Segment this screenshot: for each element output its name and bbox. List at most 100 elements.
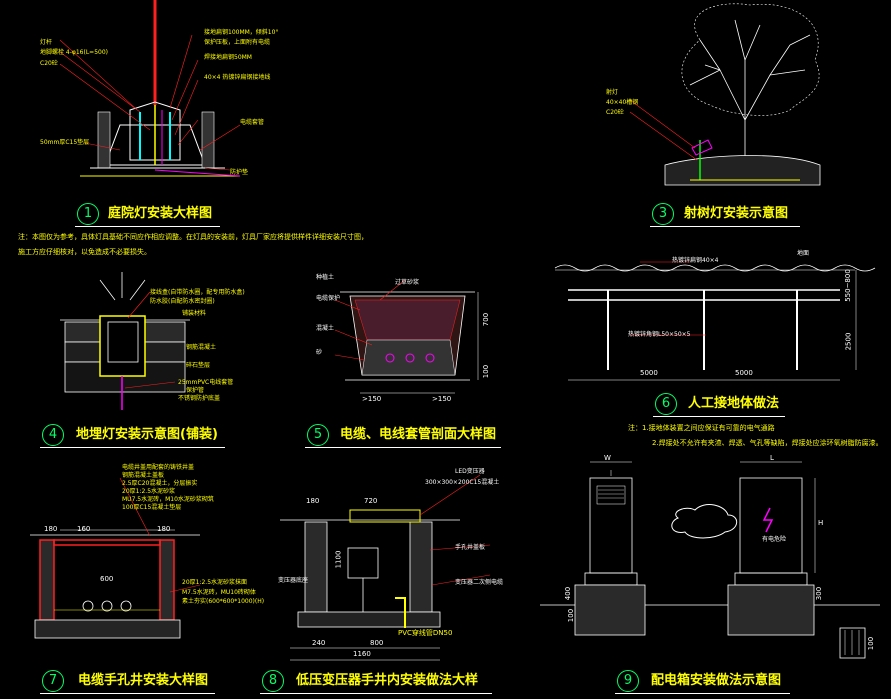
- d8-label: 手孔井盖板: [455, 544, 486, 551]
- d1-label: 电缆套管: [240, 119, 265, 126]
- d8-label: LED变压器: [455, 468, 485, 475]
- d8-label: 300×300×200C15混凝土: [425, 479, 500, 486]
- detail-number-8: 8: [262, 670, 284, 692]
- d7-dim: 180: [44, 525, 58, 533]
- d6-dim: 550~800: [843, 269, 852, 302]
- detail-8-transformer-pit-drawing: [280, 474, 491, 661]
- d6-label: 热镀锌扁钢40×4: [672, 257, 719, 264]
- d5-label: 种植土: [316, 274, 335, 281]
- detail-number-9: 9: [617, 670, 639, 692]
- d1-label: 防护垫: [230, 169, 249, 176]
- detail-number-4: 4: [42, 424, 64, 446]
- d9-label: 有电危险: [762, 536, 787, 543]
- d4-label: 防水胶(自配防水密封圈): [150, 298, 215, 305]
- detail-5-cable-trench-drawing: [334, 279, 479, 394]
- d7-dim: 180: [157, 525, 171, 533]
- detail-3-tree-light-drawing: [629, 3, 821, 186]
- detail-title-3-underline: [650, 226, 800, 227]
- d7-label: 钢筋混凝土盖板: [122, 472, 165, 479]
- detail-number-6: 6: [655, 393, 677, 415]
- d7-label: 2.5厚C20混凝土，分层振实: [122, 480, 198, 487]
- d6-label: 地面: [797, 250, 810, 257]
- d1-label: 灯杆: [40, 39, 53, 46]
- d9-dim: 100: [867, 636, 876, 651]
- detail-title-7: 电缆手孔井安装大样图: [78, 673, 209, 688]
- detail-title-1-underline: [75, 226, 220, 227]
- detail-title-5-underline: [305, 447, 501, 448]
- detail-number-3: 3: [652, 203, 674, 225]
- d1-label: 50mm厚C15垫层: [40, 139, 90, 146]
- d7-label: 20厚1:2.5水泥砂浆: [122, 488, 176, 495]
- detail-title-3: 射树灯安装示意图: [684, 206, 789, 221]
- note-6-line-1: 注：1.接地体装置之间应保证有可靠的电气通路: [628, 424, 775, 432]
- d8-dim: 240: [312, 639, 326, 647]
- d9-dim: 100: [567, 608, 576, 623]
- d5-dim: >150: [362, 395, 382, 403]
- d8-label: 变压器底座: [278, 577, 309, 584]
- d5-dim: 700: [482, 312, 491, 327]
- d9-dim: 400: [564, 586, 573, 601]
- d4-label: 保护管: [186, 387, 205, 394]
- d4-label: 不锈钢防护底盖: [178, 395, 221, 402]
- d7-dim: 160: [77, 525, 91, 533]
- d1-label: 保护压板，上面附有电缆: [204, 39, 271, 46]
- detail-number-7: 7: [42, 670, 64, 692]
- detail-title-6: 人工接地体做法: [688, 396, 780, 411]
- d6-dim: 5000: [735, 369, 753, 377]
- detail-number-5: 5: [307, 424, 329, 446]
- d7-label: MU7.5水泥砖，M10水泥砂浆砌筑: [122, 496, 214, 503]
- d8-dim: 1160: [353, 650, 371, 658]
- detail-title-4-underline: [40, 447, 225, 448]
- d9-label: W: [604, 454, 611, 462]
- d1-label: C20砼: [40, 60, 58, 67]
- detail-title-9-underline: [615, 693, 790, 694]
- d6-dim: 2500: [844, 332, 853, 351]
- d4-label: 碎石垫层: [186, 362, 211, 369]
- detail-title-1: 庭院灯安装大样图: [108, 206, 213, 221]
- detail-title-7-underline: [40, 693, 215, 694]
- d9-label: H: [818, 519, 824, 527]
- note-6-line-2: 2.焊接处不允许有夹渣、焊透、气孔等缺陷，焊接处应涂环氧树脂防腐漆。: [652, 439, 883, 447]
- d5-label: 混凝土: [316, 325, 335, 332]
- d7-label: 素土夯实(600*600*1000)(H): [182, 598, 265, 605]
- d1-label: 地脚螺栓 4-φ16(L=500): [40, 49, 108, 56]
- d8-label: 变压器二次侧电缆: [455, 579, 504, 586]
- d7-label: 100厚C15混凝土垫层: [122, 504, 182, 511]
- d9-label: L: [770, 454, 774, 462]
- d4-label: 接线盒(自带防水圈，配专用防水盒): [150, 289, 245, 296]
- d3-label: 40×40槽钢: [606, 99, 639, 106]
- detail-title-8-underline: [260, 693, 492, 694]
- d4-label: 钢筋混凝土: [186, 344, 217, 351]
- d5-dim: >150: [432, 395, 452, 403]
- detail-title-5: 电缆、电线套管剖面大样图: [340, 427, 497, 442]
- detail-title-4: 地埋灯安装示意图(铺装): [76, 427, 218, 442]
- note-1-line-1: 注：本图仅为参考，具体灯具基础不同应作相应调整。在灯具的安装前，灯具厂家应将提供…: [18, 233, 368, 241]
- d1-label: 40×4 热镀锌扁钢接地线: [204, 74, 271, 81]
- detail-title-6-underline: [653, 416, 785, 417]
- d7-dim: 600: [100, 575, 114, 583]
- d3-label: C20砼: [606, 109, 624, 116]
- d5-label: 电缆保护: [316, 295, 341, 302]
- detail-1-garden-lamp-drawing: [59, 0, 241, 177]
- d1-label: 接地扁钢100MM，倾斜10°: [204, 29, 279, 36]
- d9-dim: 300: [815, 586, 824, 601]
- d8-sub-label: PVC穿线管DN50: [398, 629, 453, 637]
- d8-dim: 180: [306, 497, 320, 505]
- detail-title-9: 配电箱安装做法示意图: [651, 673, 782, 688]
- detail-title-8: 低压变压器手井内安装做法大样: [296, 673, 479, 688]
- d5-label: 过草砂浆: [395, 279, 420, 286]
- d7-label: 电缆井盖用配套的铸铁井盖: [122, 464, 195, 471]
- d5-dim: 100: [482, 364, 491, 379]
- d8-dim: 800: [370, 639, 384, 647]
- detail-number-1: 1: [77, 203, 99, 225]
- d6-label: 热镀锌角钢L50×50×5: [628, 331, 691, 338]
- d1-label: 焊接地扁钢50MM: [204, 54, 252, 61]
- d4-label: 铺装材料: [182, 310, 207, 317]
- detail-4-inground-light-drawing: [60, 272, 190, 410]
- note-1-line-2: 施工方应仔细核对，以免造成不必要损失。: [18, 248, 151, 256]
- d3-label: 射灯: [606, 89, 619, 96]
- d4-label: 25mmPVC电线套管: [178, 379, 234, 386]
- d8-dim: 1100: [334, 550, 343, 569]
- d7-label: M7.5水泥砖，MU10砖砌体: [182, 589, 256, 596]
